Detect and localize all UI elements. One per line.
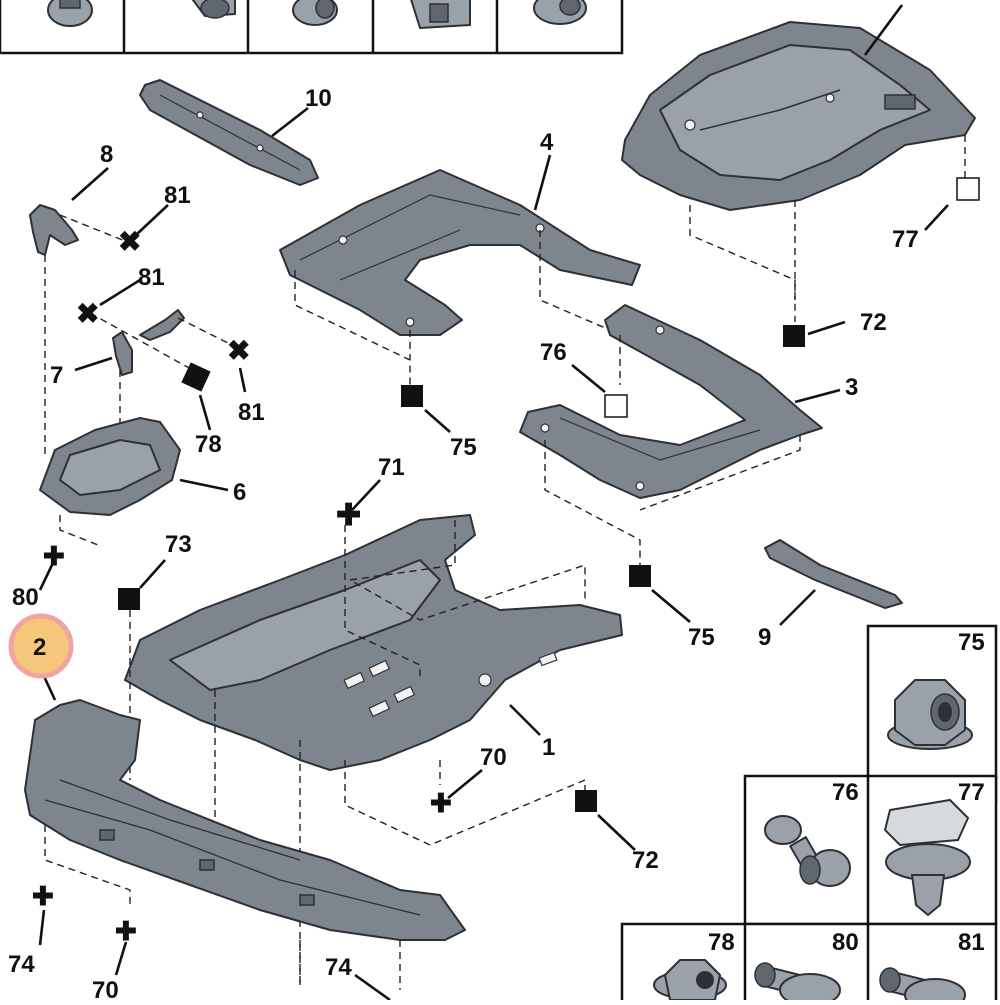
part-4-panel xyxy=(279,169,641,336)
callout-7: 7 xyxy=(50,362,63,389)
highlight-part-2-badge[interactable] xyxy=(8,613,74,679)
square-72a-icon xyxy=(783,325,805,347)
fastener-symbols: ✚ ✚ ✚ ✚ ✚ ✖ ✖ ✖ xyxy=(32,177,980,946)
open-square-77-icon xyxy=(956,177,980,201)
screw-clip-icon xyxy=(883,798,971,916)
part-2-front-shield xyxy=(24,699,466,941)
fastener-label-80: 80 xyxy=(832,929,859,956)
callout-75-a: 75 xyxy=(450,434,477,461)
cross-80-icon: ✚ xyxy=(43,541,65,571)
callout-74-a: 74 xyxy=(8,951,35,978)
part-3-panel xyxy=(519,304,823,499)
clip-icon xyxy=(292,0,338,26)
open-square-76-icon xyxy=(604,394,628,418)
callout-76: 76 xyxy=(540,339,567,366)
callout-73: 73 xyxy=(165,531,192,558)
cross-74-icon: ✚ xyxy=(32,881,54,911)
top-fastener-strip xyxy=(0,0,624,55)
callout-70-a: 70 xyxy=(480,744,507,771)
callout-labels: 10 8 81 4 81 81 7 78 77 72 76 75 3 6 71 … xyxy=(8,85,919,1004)
callout-4: 4 xyxy=(540,129,554,156)
callout-81-c: 81 xyxy=(238,399,265,426)
callout-3: 3 xyxy=(845,374,858,401)
part-6-tray xyxy=(39,417,181,516)
callout-71: 71 xyxy=(378,454,405,481)
square-72b-icon xyxy=(575,790,597,812)
square-78-icon xyxy=(181,362,211,392)
callout-75-b: 75 xyxy=(688,624,715,651)
callout-81-a: 81 xyxy=(164,182,191,209)
callout-70-b: 70 xyxy=(92,977,119,1000)
callout-8: 8 xyxy=(100,141,113,168)
callout-72-b: 72 xyxy=(632,847,659,874)
fastener-label-78: 78 xyxy=(708,929,735,956)
part-7-bracket xyxy=(112,309,185,376)
flange-nut-icon xyxy=(887,679,973,750)
callout-78: 78 xyxy=(195,431,222,458)
part-1-undertray xyxy=(124,514,623,771)
part-5-rear-tray xyxy=(621,21,976,211)
callout-74-b: 74 xyxy=(325,954,352,981)
cross-70b-icon: ✚ xyxy=(115,916,137,946)
clip-icon xyxy=(191,0,236,19)
callout-81-b: 81 xyxy=(138,264,165,291)
cross-70a-icon: ✚ xyxy=(430,788,452,818)
square-73-icon xyxy=(118,588,140,610)
clip-icon xyxy=(47,0,93,27)
x-81b-icon: ✖ xyxy=(76,298,99,329)
fastener-label-81: 81 xyxy=(958,929,985,956)
callout-77: 77 xyxy=(892,226,919,253)
clip-icon xyxy=(533,0,587,25)
screw-80-icon xyxy=(754,962,841,1005)
fastener-detail-boxes: 75 76 77 78 80 81 xyxy=(620,624,998,1005)
push-rivet-icon xyxy=(764,815,851,887)
clip-icon xyxy=(410,0,471,29)
part-10-rail xyxy=(139,79,319,186)
part-9-strip xyxy=(764,539,903,609)
square-75a-icon xyxy=(401,385,423,407)
part-5-guide-lines xyxy=(689,205,796,322)
callout-6: 6 xyxy=(233,479,246,506)
callout-72-a: 72 xyxy=(860,309,887,336)
fastener-label-77: 77 xyxy=(958,779,985,806)
callout-80: 80 xyxy=(12,584,39,611)
fastener-label-75: 75 xyxy=(958,629,985,656)
callout-2: 2 xyxy=(33,634,46,661)
callout-10: 10 xyxy=(305,85,332,112)
callout-9: 9 xyxy=(758,624,771,651)
x-81a-icon: ✖ xyxy=(118,226,141,257)
part-8-bracket xyxy=(29,204,79,256)
nut-78-icon xyxy=(653,959,727,1001)
fastener-label-76: 76 xyxy=(832,779,859,806)
square-75b-icon xyxy=(629,565,651,587)
callout-1: 1 xyxy=(542,734,555,761)
x-81c-icon: ✖ xyxy=(227,335,250,366)
